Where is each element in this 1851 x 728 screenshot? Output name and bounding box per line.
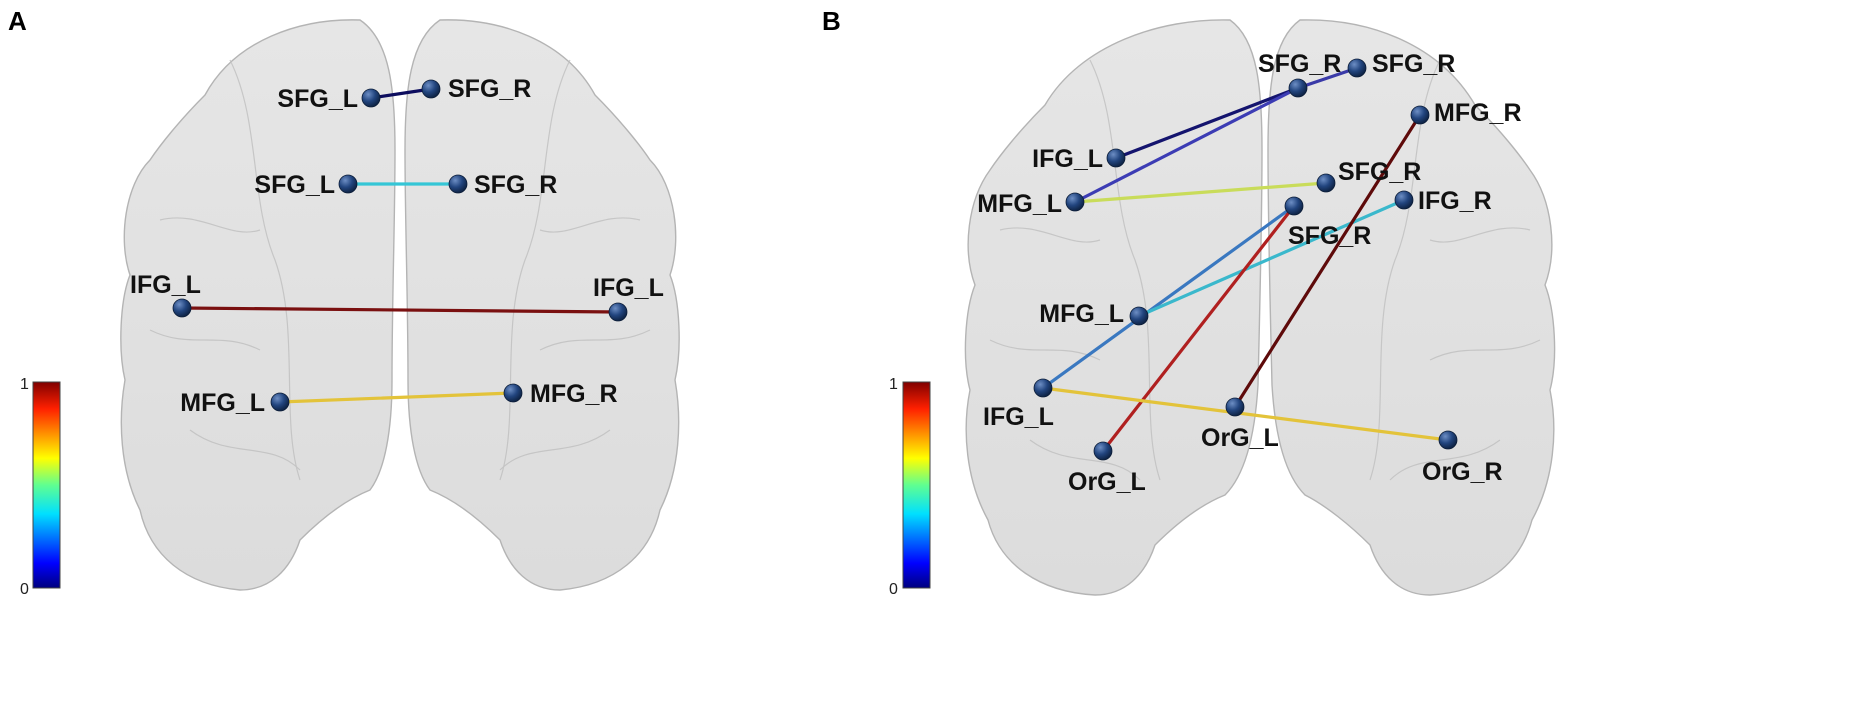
colorbar-a: 1 0 [20, 376, 61, 598]
node-label-a2: SFG_R [448, 75, 531, 103]
node-a7 [270, 392, 290, 412]
edges-b [1041, 66, 1450, 453]
node-b10 [1033, 378, 1053, 398]
node-label-b3: MFG_R [1434, 99, 1522, 127]
node-label-a8: MFG_R [530, 380, 618, 408]
node-a6 [608, 302, 628, 322]
node-a8 [503, 383, 523, 403]
node-b5 [1065, 192, 1085, 212]
node-label-a7: MFG_L [180, 389, 265, 417]
colorbar-gradient-a [32, 381, 61, 589]
edge-b1-b2 [1296, 66, 1359, 90]
node-a2 [421, 79, 441, 99]
node-b4 [1106, 148, 1126, 168]
colorbar-max-label-b: 1 [889, 376, 898, 393]
node-label-b6: SFG_R [1338, 158, 1421, 186]
colorbar-gradient-b [902, 381, 931, 589]
node-label-a3: SFG_L [254, 171, 335, 199]
node-b12 [1225, 397, 1245, 417]
node-label-b11: OrG_L [1068, 468, 1146, 496]
node-label-a5: IFG_L [130, 271, 201, 299]
node-label-a6: IFG_L [593, 274, 664, 302]
edge-b3-b12 [1233, 113, 1422, 409]
node-a1 [361, 88, 381, 108]
node-b1 [1288, 78, 1308, 98]
node-label-b2: SFG_R [1372, 50, 1455, 78]
edge-b8-b11 [1101, 204, 1296, 453]
edge-b1-b5 [1073, 86, 1300, 204]
node-label-b7: IFG_R [1418, 187, 1492, 215]
node-label-b4: IFG_L [1032, 145, 1103, 173]
panel-letter-a: A [8, 6, 27, 36]
node-b8 [1284, 196, 1304, 216]
node-b6 [1316, 173, 1336, 193]
edge-b5-b6 [1073, 181, 1328, 204]
edges-a [180, 87, 620, 404]
node-b3 [1410, 105, 1430, 125]
node-b9 [1129, 306, 1149, 326]
colorbar-min-label-b: 0 [889, 581, 898, 598]
node-label-a1: SFG_L [277, 85, 358, 113]
colorbar-b: 1 0 [889, 376, 931, 598]
colorbar-max-label-a: 1 [20, 376, 29, 393]
node-a4 [448, 174, 468, 194]
nodes-a: SFG_L SFG_R SFG_L SFG_R IFG_L IFG_L MFG_L MFG_R [130, 75, 664, 417]
node-label-b9: MFG_L [1039, 300, 1124, 328]
brain-gyri-shading-a [149, 59, 651, 481]
edge-b1-b4 [1114, 86, 1300, 160]
edge-b10-b13 [1041, 386, 1450, 442]
node-b2 [1347, 58, 1367, 78]
node-label-a4: SFG_R [474, 171, 557, 199]
node-b13 [1438, 430, 1458, 450]
edge-b7-b9 [1137, 198, 1406, 318]
node-label-b1: SFG_R [1258, 50, 1341, 78]
node-a5 [172, 298, 192, 318]
node-b7 [1394, 190, 1414, 210]
node-label-b12: OrG_L [1201, 424, 1279, 452]
edge-a7-a8 [278, 391, 515, 404]
node-b11 [1093, 441, 1113, 461]
node-label-b5: MFG_L [977, 190, 1062, 218]
node-label-b13: OrG_R [1422, 458, 1503, 486]
node-a3 [338, 174, 358, 194]
edge-b8-b10 [1041, 204, 1296, 390]
brain-silhouette-a [120, 19, 680, 591]
edge-a5-a6 [180, 306, 620, 314]
node-label-b10: IFG_L [983, 403, 1054, 431]
brain-silhouette-b [964, 19, 1556, 596]
panel-a: A SFG_L SFG_R SFG_L SFG_R IFG_L IFG_L MFG_L MFG… [8, 6, 680, 598]
colorbar-min-label-a: 0 [20, 581, 29, 598]
node-label-b8: SFG_R [1288, 222, 1371, 250]
panel-letter-b: B [822, 6, 841, 36]
edge-a1-a2 [369, 87, 433, 100]
